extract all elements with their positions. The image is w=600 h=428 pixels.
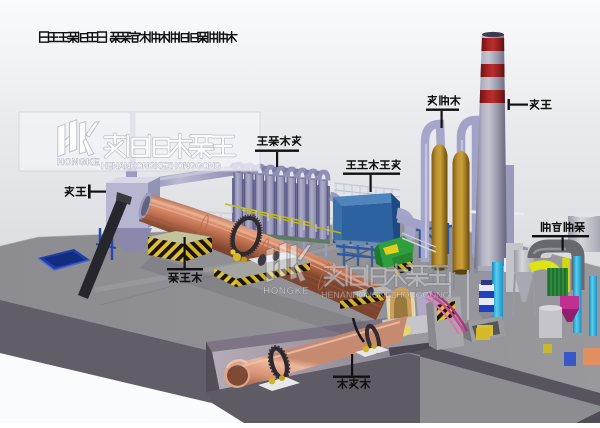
svg-text:HENANHONGKEZHONGGONG: HENANHONGKEZHONGGONG — [101, 161, 221, 171]
svg-text:HONGKE: HONGKE — [57, 157, 100, 168]
svg-text:HONGKE: HONGKE — [263, 286, 309, 297]
svg-text:HENANHONGKEZHONGGONG: HENANHONGKEZHONGGONG — [321, 290, 449, 300]
